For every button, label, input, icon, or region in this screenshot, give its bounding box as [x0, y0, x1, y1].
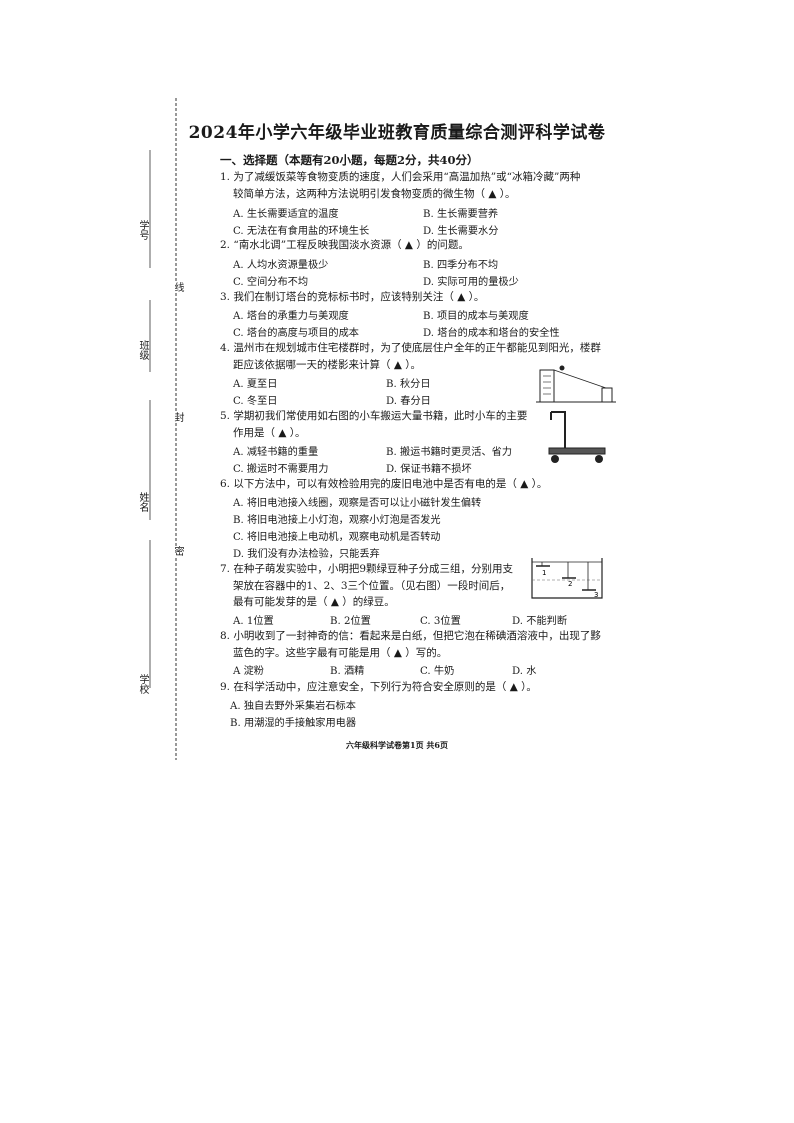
seal-seal-mark: 封 [170, 412, 185, 422]
question-8-line-1: 8. 小明收到了一封神奇的信：看起来是白纸，但把它泡在稀碘酒溶液中，出现了黟 [220, 630, 601, 642]
seal-line-mark: 线 [170, 282, 185, 292]
seed-container-figure: 1 2 3 [531, 558, 603, 599]
question-3-option-c: C. 塔台的高度与项目的成本 [233, 328, 359, 339]
trolley-figure [548, 411, 606, 463]
question-6-option-d: D. 我们没有办法检验，只能丢弃 [233, 549, 380, 560]
position-1-label: 1 [542, 569, 546, 577]
question-7-option-d: D. 不能判断 [512, 616, 568, 627]
question-8-option-d: D. 水 [512, 666, 537, 677]
building-shadow-figure [536, 365, 616, 403]
question-3-option-b: B. 项目的成本与美观度 [423, 311, 529, 322]
question-4-line-2: 距应该依据哪一天的楼影来计算（ ▲ ）。 [233, 359, 421, 371]
position-2-label: 2 [568, 580, 572, 588]
school-label: 学校 [137, 674, 148, 694]
question-3-option-a: A. 塔台的承重力与美观度 [233, 311, 349, 322]
question-8-option-c: C. 牛奶 [420, 666, 455, 677]
question-3-line-1: 3. 我们在制订塔台的竞标标书时，应该特别关注（ ▲ ）。 [220, 291, 485, 303]
question-1-line-1: 1. 为了减缓饭菜等食物变质的速度，人们会采用“高温加热”或“冰箱冷藏”两种 [220, 171, 581, 183]
question-6-option-c: C. 将旧电池接上电动机，观察电动机是否转动 [233, 532, 441, 543]
question-3-option-d: D. 塔台的成本和塔台的安全性 [423, 328, 560, 339]
question-1-option-d: D. 生长需要水分 [423, 226, 499, 237]
question-5-line-1: 5. 学期初我们常使用如右图的小车搬运大量书籍，此时小车的主要 [220, 410, 528, 422]
question-9-line-1: 9. 在科学活动中，应注意安全，下列行为符合安全原则的是（ ▲ ）。 [220, 681, 537, 693]
question-9-option-a: A. 独自去野外采集岩石标本 [230, 701, 356, 712]
question-7-line-1: 7. 在种子萌发实验中，小明把9颗绿豆种子分成三组，分别用支 [220, 563, 514, 575]
question-1-option-b: B. 生长需要营养 [423, 209, 499, 220]
question-5-option-a: A. 减轻书籍的重量 [233, 447, 319, 458]
question-5-option-d: D. 保证书籍不损坏 [386, 464, 472, 475]
question-5-option-b: B. 搬运书籍时更灵活、省力 [386, 447, 513, 458]
question-6-option-a: A. 将旧电池接入线圈，观察是否可以让小磁针发生偏转 [233, 498, 482, 509]
position-3-label: 3 [594, 591, 598, 599]
question-2-option-b: B. 四季分布不均 [423, 260, 499, 271]
question-4-line-1: 4. 温州市在规划城市住宅楼群时，为了使底层住户全年的正午都能见到阳光，楼群 [220, 342, 601, 354]
question-1-option-a: A. 生长需要适宜的温度 [233, 209, 339, 220]
question-4-option-d: D. 春分日 [386, 396, 431, 407]
question-7-option-b: B. 2位置 [330, 616, 371, 627]
question-6-line-1: 6. 以下方法中，可以有效检验用完的废旧电池中是否有电的是（ ▲ ）。 [220, 478, 548, 490]
question-8-option-a: A 淀粉 [233, 666, 264, 677]
seal-close-mark: 密 [170, 546, 185, 556]
question-2-option-c: C. 空间分布不均 [233, 277, 309, 288]
question-7-option-c: C. 3位置 [420, 616, 461, 627]
question-6-option-b: B. 将旧电池接上小灯泡，观察小灯泡是否发光 [233, 515, 441, 526]
question-1-line-2: 较简单方法，这两种方法说明引发食物变质的微生物（ ▲ ）。 [233, 188, 516, 200]
question-2-option-d: D. 实际可用的量极少 [423, 277, 519, 288]
question-7-line-2: 架放在容器中的1、2、3三个位置。（见右图）一段时间后， [233, 580, 511, 592]
student-id-label: 学号 [137, 220, 148, 240]
question-4-option-a: A. 夏至日 [233, 379, 278, 390]
question-5-line-2: 作用是（ ▲ ）。 [233, 427, 306, 439]
section-heading: 一、选择题（本题有20小题，每题2分，共40分） [220, 153, 479, 167]
question-4-option-b: B. 秋分日 [386, 379, 431, 390]
question-2-option-a: A. 人均水资源量极少 [233, 260, 329, 271]
question-2-line-1: 2. “南水北调”工程反映我国淡水资源（ ▲ ）的问题。 [220, 239, 469, 251]
class-label: 班级 [137, 340, 148, 360]
question-5-option-c: C. 搬运时不需要用力 [233, 464, 329, 475]
question-7-option-a: A. 1位置 [233, 616, 274, 627]
question-9-option-b: B. 用潮湿的手接触家用电器 [230, 718, 357, 729]
page-title: 2024年小学六年级毕业班教育质量综合测评科学试卷 [188, 123, 606, 143]
question-1-option-c: C. 无法在有食用盐的环境生长 [233, 226, 370, 237]
page-footer: 六年级科学试卷第1页 共6页 [346, 740, 448, 750]
question-8-option-b: B. 酒精 [330, 666, 365, 677]
question-8-line-2: 蓝色的字。这些字最有可能是用（ ▲ ）写的。 [233, 647, 448, 659]
question-4-option-c: C. 冬至日 [233, 396, 278, 407]
name-label: 姓名 [137, 492, 148, 512]
question-7-line-3: 最有可能发芽的是（ ▲ ）的绿豆。 [233, 596, 395, 608]
